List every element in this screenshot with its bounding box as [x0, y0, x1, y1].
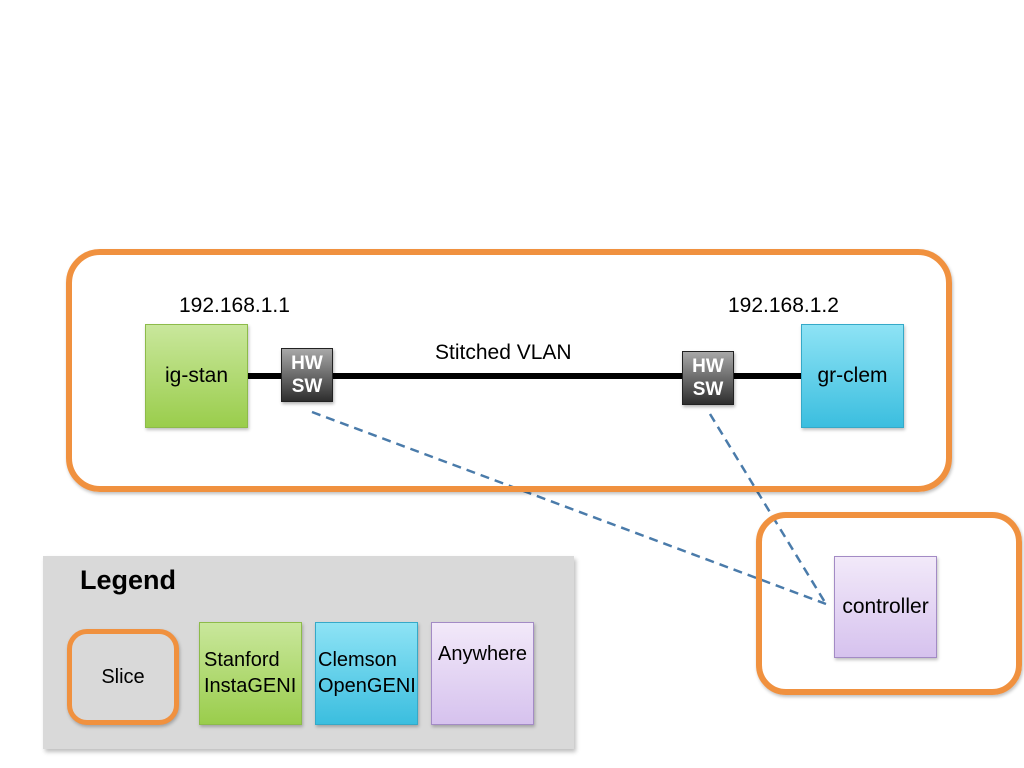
legend-swatch-stanford: Stanford InstaGENI [199, 622, 302, 725]
node-controller[interactable]: controller [834, 556, 937, 658]
node-gr-clem-label: gr-clem [817, 364, 888, 387]
legend-clemson-line1: Clemson [318, 649, 397, 671]
slice-controller [756, 512, 1022, 695]
hw-switch-right-line1: HW [692, 356, 724, 377]
node-gr-clem[interactable]: gr-clem [801, 324, 904, 428]
link-label: Stitched VLAN [435, 341, 572, 364]
node-ig-stan-label: ig-stan [164, 364, 229, 387]
node-ig-stan[interactable]: ig-stan [145, 324, 248, 428]
legend-anywhere-line1: Anywhere [438, 643, 527, 665]
ip-right: 192.168.1.2 [728, 294, 839, 317]
legend-stanford-line2: InstaGENI [204, 675, 297, 697]
legend-slice-swatch: Slice [67, 629, 179, 725]
hw-switch-right[interactable]: HW SW [682, 351, 734, 405]
legend-slice-label: Slice [101, 666, 145, 688]
legend-title: Legend [80, 565, 177, 595]
control-link-left [311, 410, 827, 606]
ip-left: 192.168.1.1 [179, 294, 290, 317]
legend-swatch-anywhere: Anywhere [431, 622, 534, 725]
legend-swatch-clemson: Clemson OpenGENI [315, 622, 418, 725]
hw-switch-left[interactable]: HW SW [281, 348, 333, 402]
slice-main [66, 249, 952, 492]
hw-switch-left-line2: SW [291, 376, 323, 397]
node-controller-label: controller [842, 595, 929, 618]
legend-stanford-line1: Stanford [204, 649, 280, 671]
legend-clemson-line2: OpenGENI [318, 675, 416, 697]
control-link-right [708, 413, 828, 605]
hw-switch-right-line2: SW [692, 379, 724, 400]
hw-switch-left-line1: HW [291, 353, 323, 374]
